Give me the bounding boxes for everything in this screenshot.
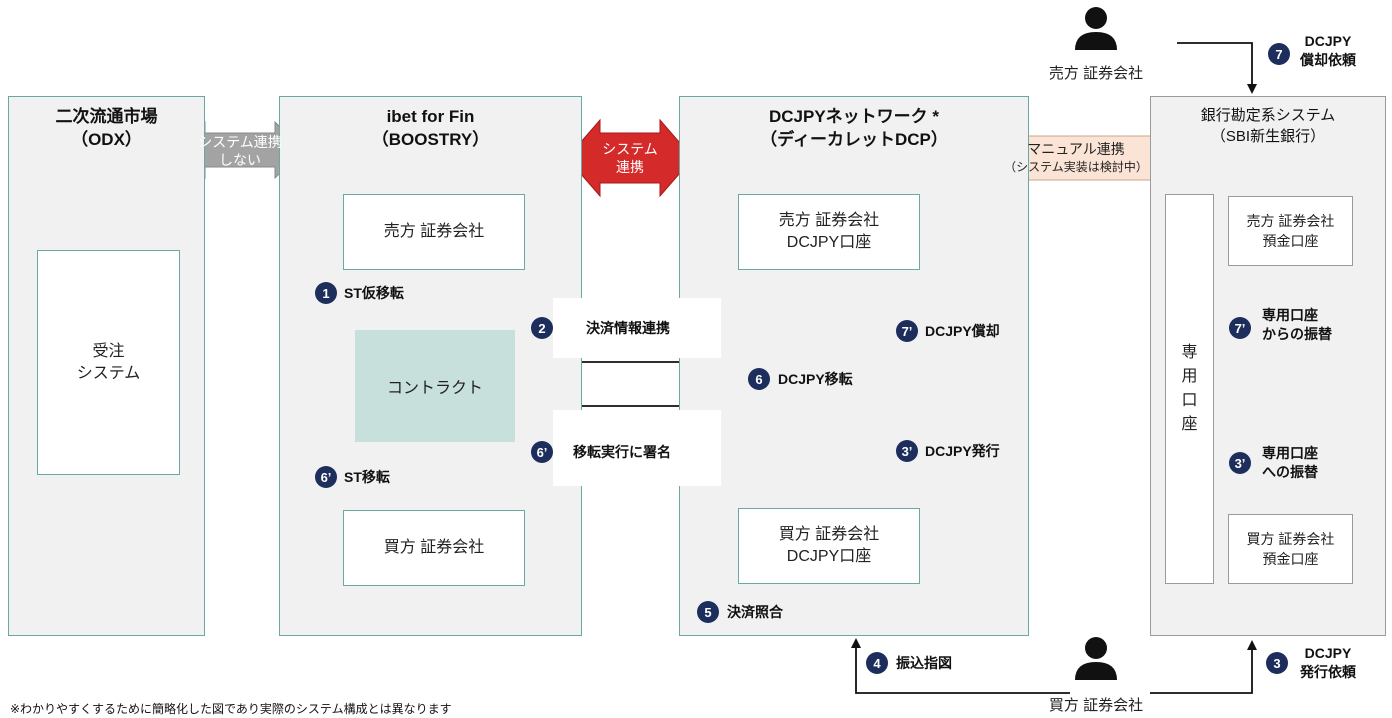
seller-person-label: 売方 証券会社 [1048, 65, 1144, 82]
settlement-info-backdrop [553, 298, 721, 358]
buyer-person-label: 買方 証券会社 [1048, 697, 1144, 714]
dcjpy-seller-account: 売方 証券会社 DCJPY口座 [738, 194, 920, 270]
bank-seller-deposit: 売方 証券会社 預金口座 [1228, 196, 1353, 266]
step-1-label: ST仮移転 [344, 285, 404, 301]
step-2-label: 決済情報連携 [586, 320, 670, 336]
step-7-badge: 7 [1268, 43, 1290, 65]
system-link-label: システム 連携 [602, 141, 658, 175]
step-7p-bank-label: 専用口座 からの振替 [1262, 307, 1332, 342]
step-6p-st-badge: 6’ [315, 466, 337, 488]
odx-panel: 二次流通市場 （ODX） 受注 システム [8, 96, 205, 636]
step-7p-badge: 7’ [896, 320, 918, 342]
odx-title: 二次流通市場 （ODX） [55, 107, 158, 149]
manual-link-label: マニュアル連携 （システム実装は検討中） [1004, 141, 1148, 174]
step-6p-sign-badge: 6’ [531, 441, 553, 463]
step-5-label: 決済照合 [727, 604, 783, 620]
order-system-box: 受注 システム [37, 250, 180, 475]
ibet-title: ibet for Fin （BOOSTRY） [371, 107, 490, 149]
step-3p-label: DCJPY発行 [925, 443, 1000, 459]
step-3p-bank-badge: 3’ [1229, 452, 1251, 474]
step-7p-bank-badge: 7’ [1229, 317, 1251, 339]
ibet-buyer-box: 買方 証券会社 [343, 510, 525, 586]
step-6-badge: 6 [748, 368, 770, 390]
no-link-label: システム連携 しない [198, 134, 282, 168]
dcjpy-buyer-account: 買方 証券会社 DCJPY口座 [738, 508, 920, 584]
step-6-label: DCJPY移転 [778, 371, 853, 387]
buyer-person-icon [1075, 637, 1117, 680]
footnote: ※わかりやすくするために簡略化した図であり実際のシステム構成とは異なります [10, 702, 452, 716]
dcjpy-title: DCJPYネットワーク * （ディーカレットDCP） [760, 107, 948, 149]
special-account-box: 専 用 口 座 [1165, 194, 1214, 584]
step-5-badge: 5 [697, 601, 719, 623]
contract-box: コントラクト [355, 330, 515, 442]
sign-backdrop [553, 410, 721, 486]
step-1-badge: 1 [315, 282, 337, 304]
step-3p-badge: 3’ [896, 440, 918, 462]
step-7p-label: DCJPY償却 [925, 323, 1000, 339]
step-3p-bank-label: 専用口座 への振替 [1262, 445, 1318, 480]
seller-person-icon [1075, 7, 1117, 50]
step-3-label: DCJPY 発行依頼 [1300, 645, 1356, 680]
special-account-label: 専 用 口 座 [1181, 344, 1198, 433]
bank-buyer-deposit: 買方 証券会社 預金口座 [1228, 514, 1353, 584]
step-4-label: 振込指図 [896, 655, 952, 671]
step-3-badge: 3 [1266, 652, 1288, 674]
step-6p-st-label: ST移転 [344, 469, 390, 485]
step-4-badge: 4 [866, 652, 888, 674]
bank-title: 銀行勘定系システム （SBI新生銀行） [1200, 107, 1336, 145]
step-2-badge: 2 [531, 317, 553, 339]
ibet-seller-box: 売方 証券会社 [343, 194, 525, 270]
dcjpy-panel: DCJPYネットワーク * （ディーカレットDCP） [679, 96, 1029, 636]
step-7-label: DCJPY 償却依頼 [1300, 33, 1356, 68]
step-6p-sign-label: 移転実行に署名 [573, 444, 671, 460]
